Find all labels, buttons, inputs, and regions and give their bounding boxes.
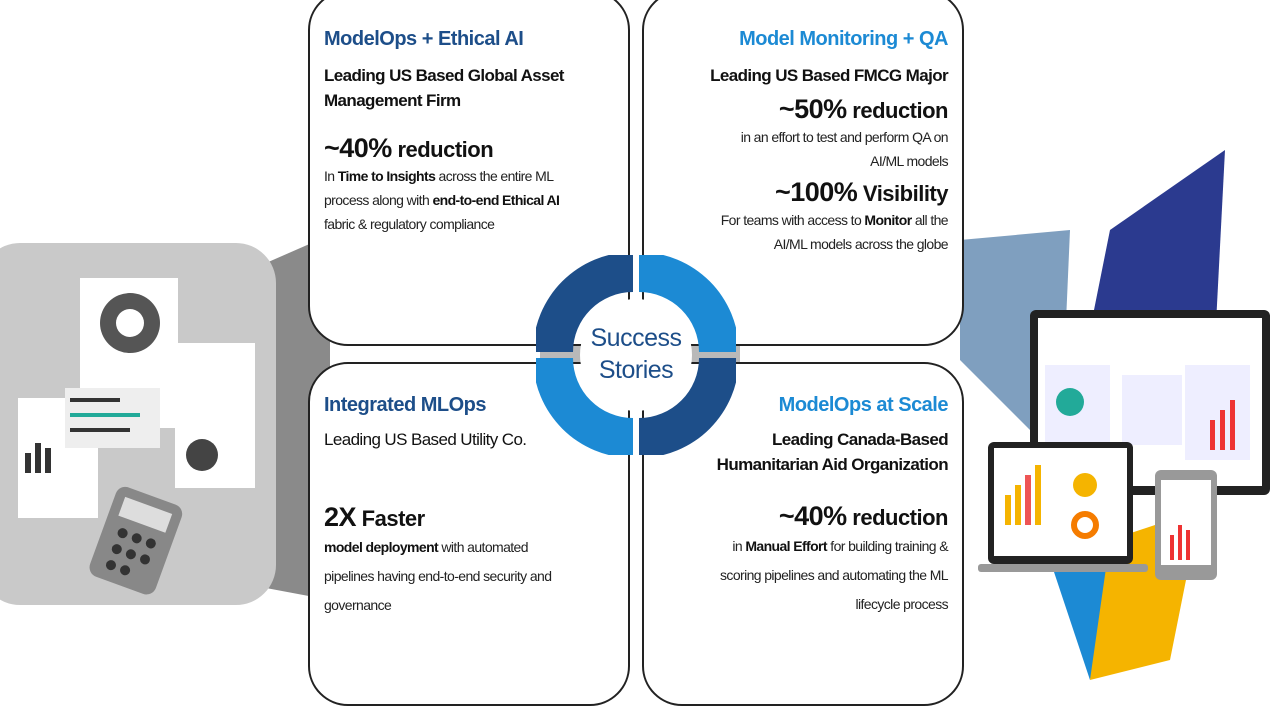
- metric-label: Visibility: [862, 181, 949, 206]
- metric-label: Faster: [361, 506, 426, 531]
- card-description: in an effort to test and perform QA on A…: [740, 129, 949, 169]
- card-description: model deployment with automated pipeline…: [324, 533, 564, 620]
- center-label-line2: Stories: [598, 356, 674, 384]
- card-metric: ~50% reduction: [658, 94, 949, 125]
- desc-part: all the AI/ML models across the globe: [773, 212, 949, 252]
- metric-label: reduction: [397, 137, 494, 162]
- success-ring: [536, 255, 736, 455]
- card-title: ModelOps at Scale: [778, 394, 949, 416]
- metric-label: reduction: [852, 505, 948, 530]
- ring-quadrant-top-right: [639, 255, 736, 352]
- card-title: Model Monitoring + QA: [739, 28, 948, 50]
- calculator-icon: [89, 486, 183, 595]
- center-label-line1: Success: [590, 324, 682, 352]
- card-org: Leading Canada-Based Humanitarian Aid Or…: [716, 430, 949, 474]
- ring-quadrant-bottom-right: [639, 358, 736, 455]
- card-metric: 2X Faster: [324, 502, 614, 533]
- card-description-2: For teams with access to Monitor all the…: [718, 208, 949, 256]
- desc-part: fabric & regulatory compliance: [324, 216, 495, 232]
- documents-illustration-panel: [0, 243, 276, 605]
- desc-highlight: end-to-end Ethical AI: [432, 192, 560, 208]
- desc-highlight: Monitor: [864, 212, 912, 228]
- documents-illustration: [18, 278, 255, 595]
- metric-value: 2X: [324, 502, 357, 532]
- card-org: Leading US Based Global Asset Management…: [324, 66, 564, 110]
- metric-value: ~40%: [778, 501, 847, 531]
- desc-part: in: [732, 538, 746, 554]
- card-title: ModelOps + Ethical AI: [324, 28, 524, 50]
- desc-part: for building training & scoring pipeline…: [720, 538, 949, 612]
- metric-label: reduction: [852, 98, 948, 123]
- desc-highlight: model deployment: [324, 539, 439, 555]
- card-metric: ~40% reduction: [324, 133, 614, 164]
- card-org: Leading US Based Utility Co.: [324, 430, 527, 449]
- desc-part: In: [324, 168, 338, 184]
- desc-part: For teams with access to: [720, 212, 865, 228]
- desc-part: with automated pipelines having end-to-e…: [324, 539, 552, 613]
- card-description: In Time to Insights across the entire ML…: [324, 164, 564, 236]
- desc-highlight: Time to Insights: [337, 168, 436, 184]
- ring-quadrant-bottom-left: [536, 358, 633, 455]
- devices-illustration: [978, 150, 1270, 680]
- metric-value: ~40%: [324, 133, 392, 163]
- center-label: Success Stories: [576, 322, 696, 386]
- desc-part: across the entire ML process along with: [324, 168, 553, 208]
- desc-highlight: Manual Effort: [745, 538, 827, 554]
- card-description: in Manual Effort for building training &…: [698, 532, 949, 619]
- metric-value: ~50%: [778, 94, 847, 124]
- card-metric: ~40% reduction: [658, 501, 949, 532]
- card-metric-2: ~100% Visibility: [658, 177, 949, 208]
- ring-quadrant-top-left: [536, 255, 633, 352]
- pie-chart-icon: [186, 439, 218, 471]
- card-org: Leading US Based FMCG Major: [710, 66, 948, 85]
- metric-value: ~100%: [774, 177, 858, 207]
- card-title: Integrated MLOps: [324, 394, 487, 416]
